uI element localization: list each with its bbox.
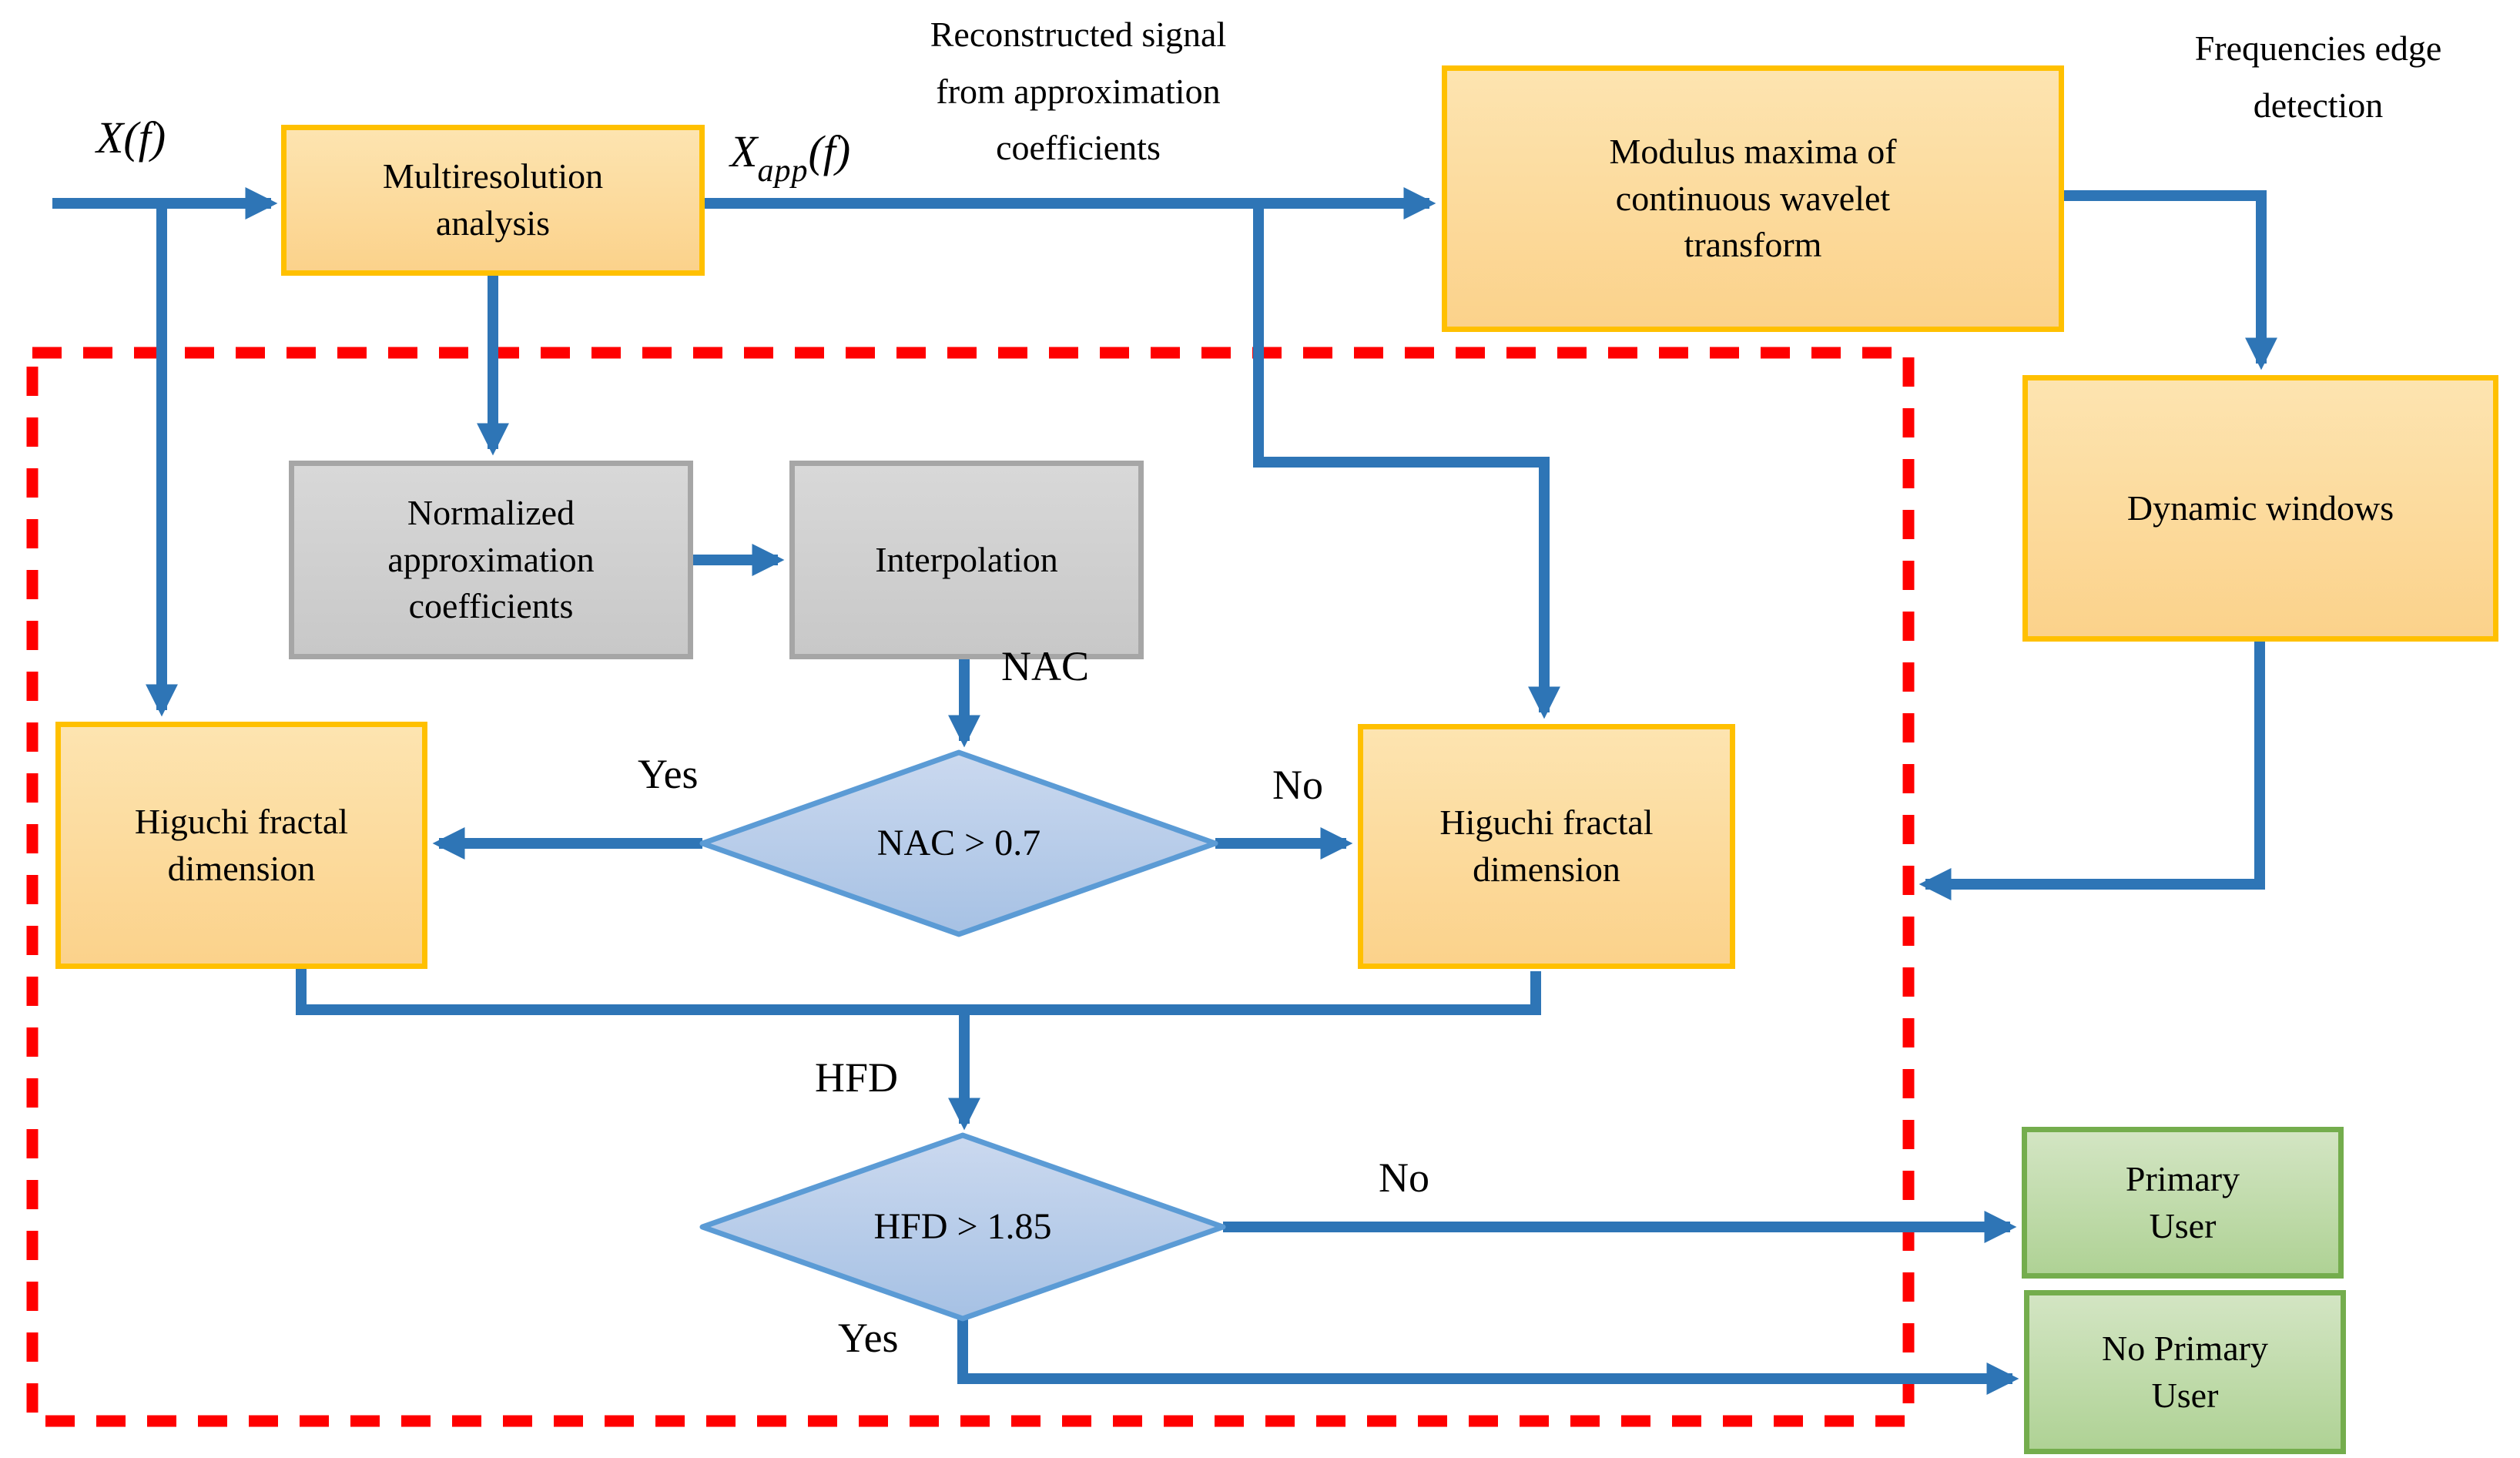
nac-decision-diamond [699,749,1218,937]
arrow-dynamic-windows-to-loop [1918,642,2265,900]
node-label: Higuchi fractal dimension [1439,803,1654,889]
node-normalized-approximation-coefficients: Normalized approximation coefficients [289,461,693,659]
node-higuchi-fractal-dimension-left: Higuchi fractal dimension [55,722,427,969]
nac-no-label: No [1272,762,1323,808]
hfd-no-label: No [1379,1155,1429,1201]
hfd-edge-label: HFD [815,1054,899,1101]
node-no-primary-user: No Primary User [2024,1290,2346,1454]
reconstructed-signal-caption: Reconstructed signal from approximation … [930,15,1227,168]
iterative-loop-dashed-region [26,347,1915,1427]
connector-higuchi-merge [296,969,1541,1015]
node-label: Dynamic windows [2126,488,2394,528]
xapp-base: X [730,126,758,176]
input-signal-label: X(f) [96,112,166,163]
node-label: Normalized approximation coefficients [387,492,595,626]
frequencies-edge-caption: Frequencies edge detection [2194,28,2442,125]
hfd-decision-label: HFD > 1.85 [873,1206,1052,1247]
node-label: Interpolation [875,539,1058,579]
hfd-yes-label: Yes [838,1315,899,1361]
hfd-decision-diamond [699,1132,1226,1322]
node-interpolation: Interpolation [789,461,1144,659]
node-label: Modulus maxima of continuous wavelet tra… [1609,131,1897,265]
node-modulus-maxima: Modulus maxima of continuous wavelet tra… [1442,65,2064,332]
arrow-modulus-to-dynamic-windows [2064,190,2277,370]
node-dynamic-windows: Dynamic windows [2022,375,2498,642]
xapp-signal-label: Xapp(f) [730,126,851,187]
arrow-hfd-yes-to-no-primary-user [957,1319,2019,1395]
nac-yes-label: Yes [638,751,699,797]
node-label: No Primary User [2102,1328,2268,1415]
nac-edge-label: NAC [1001,643,1090,689]
node-label: Higuchi fractal dimension [134,801,349,888]
xapp-paren: (f) [808,126,851,176]
node-higuchi-fractal-dimension-right: Higuchi fractal dimension [1358,724,1735,969]
nac-decision-label: NAC > 0.7 [876,823,1041,863]
xapp-subscript: app [757,153,809,189]
node-label: Primary User [2125,1158,2240,1245]
arrow-xapp-to-higuchi-right [1253,203,1560,719]
node-label: Multiresolution analysis [382,156,604,243]
node-primary-user: Primary User [2022,1127,2344,1279]
node-multiresolution-analysis: Multiresolution analysis [281,125,705,276]
